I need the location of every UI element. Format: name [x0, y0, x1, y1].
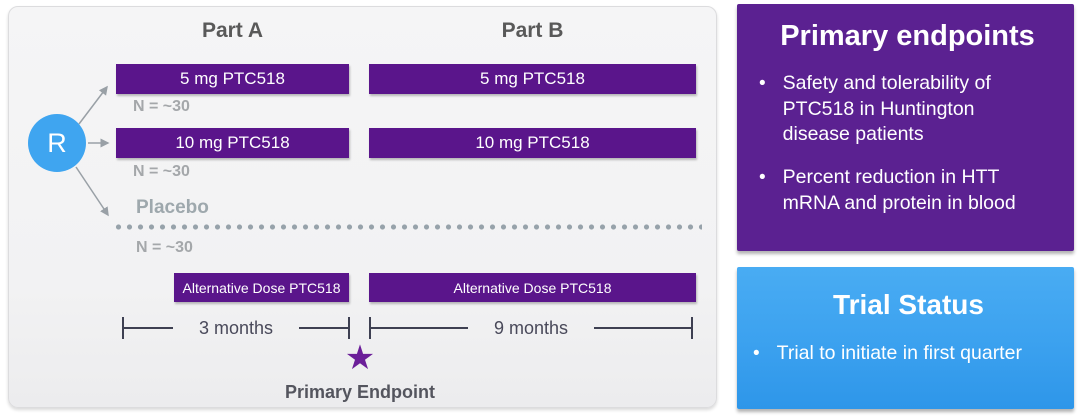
timeline-tick [691, 317, 694, 339]
bullet-icon: • [759, 167, 766, 189]
bullet-icon: • [753, 343, 760, 364]
endpoint-bullet-item: • Safety and tolerability of PTC518 in H… [759, 71, 1056, 148]
endpoint-bullet-item: • Percent reduction in HTT mRNA and prot… [759, 165, 1056, 216]
timeline-part-a: 3 months [122, 317, 351, 339]
status-bullet-item: • Trial to initiate in first quarter [753, 341, 1064, 367]
endpoint-bullet-text: Safety and tolerability of PTC518 in Hun… [782, 72, 991, 146]
randomization-circle: R [28, 114, 86, 172]
alt-dose-part-b-bar: Alternative Dose PTC518 [369, 273, 696, 302]
timeline-line [371, 327, 468, 329]
star-icon: ★ [344, 339, 376, 377]
timeline-tick [348, 317, 351, 339]
part-b-header: Part B [501, 19, 564, 42]
arm1-part-b-bar: 5 mg PTC518 [369, 64, 696, 94]
timeline-line [124, 327, 173, 329]
trial-status-panel: Trial Status • Trial to initiate in firs… [737, 267, 1074, 409]
primary-endpoints-title: Primary endpoints [780, 20, 1035, 52]
arm2-part-a-bar: 10 mg PTC518 [116, 128, 349, 158]
endpoint-bullet-text: Percent reduction in HTT mRNA and protei… [782, 166, 1016, 214]
arm1-part-a-bar: 5 mg PTC518 [116, 64, 349, 94]
alt-dose-part-a-bar: Alternative Dose PTC518 [174, 273, 349, 302]
arm1-n-label: N = ~30 [133, 98, 190, 115]
timeline-tick [369, 317, 371, 339]
status-bullet-text: Trial to initiate in first quarter [776, 342, 1022, 364]
arm2-part-b-bar: 10 mg PTC518 [369, 128, 696, 158]
trial-status-title: Trial Status [833, 289, 984, 320]
timeline-part-b: 9 months [369, 317, 694, 339]
placebo-label: Placebo [136, 197, 209, 218]
trial-design-panel: Part A Part B R 5 mg PTC518 5 mg PTC518 … [8, 6, 717, 408]
placebo-n-label: N = ~30 [136, 239, 193, 256]
timeline-line [299, 327, 349, 329]
timeline-line [594, 327, 692, 329]
placebo-dotted-line [113, 224, 702, 230]
timeline-part-a-label: 3 months [198, 317, 274, 338]
arm2-n-label: N = ~30 [133, 163, 190, 180]
primary-endpoint-label: Primary Endpoint [284, 382, 436, 402]
timeline-part-b-label: 9 months [493, 317, 569, 338]
bullet-icon: • [759, 73, 766, 94]
part-a-header: Part A [201, 19, 264, 42]
timeline-tick [122, 317, 124, 339]
primary-endpoints-panel: Primary endpoints • Safety and tolerabil… [737, 4, 1074, 251]
